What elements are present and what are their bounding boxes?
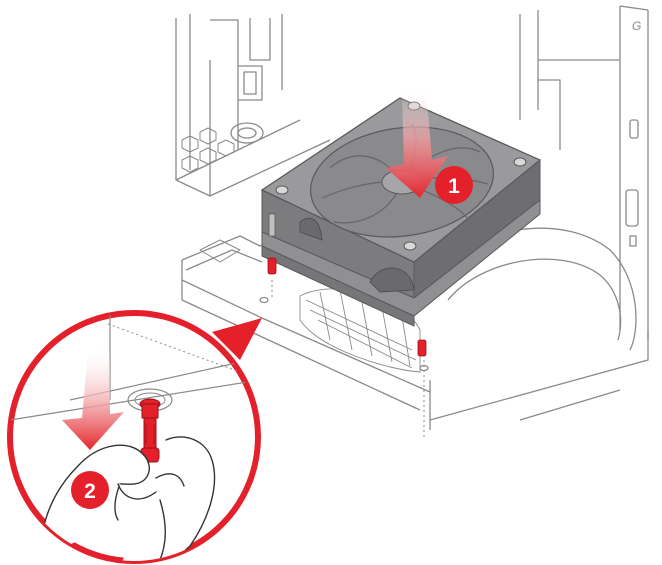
alignment-guides xyxy=(271,280,425,440)
vent-holes-left xyxy=(181,127,235,173)
rubber-mount-pins xyxy=(267,213,427,357)
svg-text:G: G xyxy=(632,19,641,33)
step-1-number: 1 xyxy=(448,175,460,198)
step-badge-icon xyxy=(71,471,109,509)
step-badge-2: 2 xyxy=(71,471,109,509)
computer-chassis: G xyxy=(175,5,649,430)
down-arrow-icon xyxy=(386,88,448,198)
magnifier-callout-icon xyxy=(7,310,262,564)
step-2-number: 2 xyxy=(84,480,96,503)
fan-icon xyxy=(260,97,542,357)
down-arrow-icon-step-2 xyxy=(62,346,124,450)
step-badge-icon xyxy=(435,166,473,204)
step-badge-1: 1 xyxy=(435,166,473,204)
